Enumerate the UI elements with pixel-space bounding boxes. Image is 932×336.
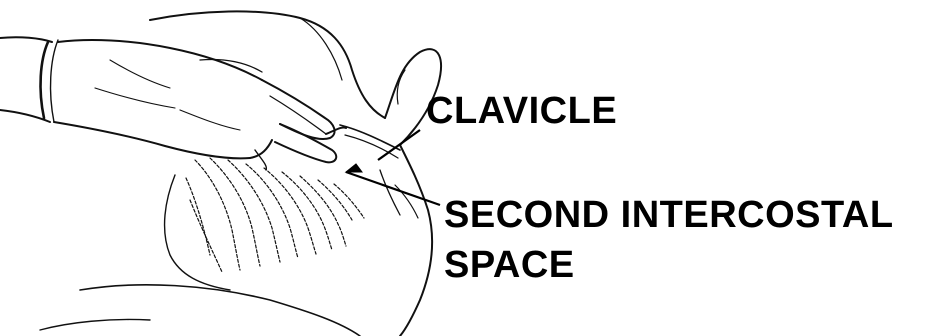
gloved-hand	[0, 37, 346, 170]
label-pointers	[346, 130, 440, 205]
intercostal-arrowhead	[346, 164, 362, 172]
torso-outline	[40, 11, 441, 336]
second-intercostal-label-line2: SPACE	[444, 246, 575, 284]
clavicle-label: CLAVICLE	[426, 92, 617, 130]
rib-cage	[186, 158, 364, 272]
clavicle-pointer	[378, 130, 420, 160]
second-intercostal-label-line1: SECOND INTERCOSTAL	[444, 196, 894, 234]
